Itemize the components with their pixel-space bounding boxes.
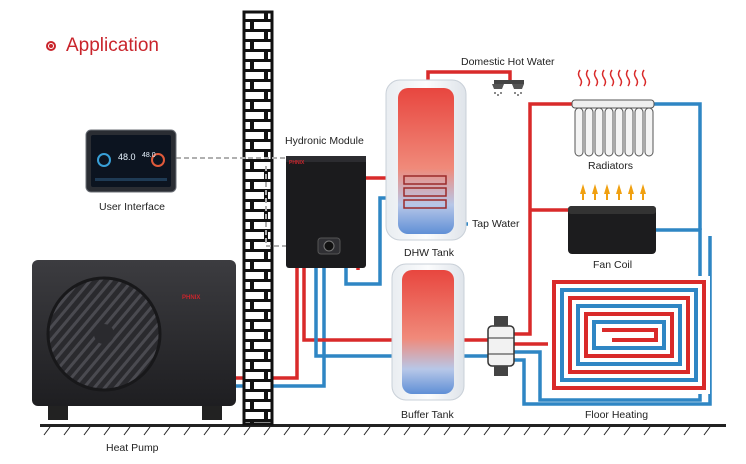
hydronic-brand-logo: PHNIX <box>289 160 305 166</box>
manifold <box>487 316 515 376</box>
label-buffer-tank: Buffer Tank <box>401 409 454 421</box>
label-hydronic-module: Hydronic Module <box>285 135 364 147</box>
section-title: Application <box>46 35 159 57</box>
hydronic-module <box>286 156 366 268</box>
dhw-tank <box>385 79 467 241</box>
label-heat-pump: Heat Pump <box>106 442 159 454</box>
label-radiators: Radiators <box>588 160 633 172</box>
label-floor-heating: Floor Heating <box>585 409 649 421</box>
floor-heating-icon <box>548 276 710 394</box>
ui-reading-left: 48.0 <box>118 152 136 162</box>
label-user-interface: User Interface <box>99 201 165 213</box>
user-interface-device <box>85 129 177 193</box>
section-title-text: Application <box>66 35 159 56</box>
label-tap-water: Tap Water <box>472 218 520 230</box>
heatpump-brand-logo: PHNIX <box>182 295 201 301</box>
fan-coil-icon <box>568 184 656 254</box>
pipes-buffer <box>302 268 404 358</box>
label-dhw-tank: DHW Tank <box>404 247 454 259</box>
ui-reading-right: 48.0 <box>142 152 156 159</box>
radiator-icon <box>571 69 655 157</box>
brick-wall <box>242 10 274 426</box>
heat-pump <box>32 260 236 420</box>
label-domestic-hot-water: Domestic Hot Water <box>461 56 555 68</box>
bullet-icon <box>46 41 56 51</box>
ground <box>40 424 726 436</box>
buffer-tank <box>391 263 465 401</box>
shower-icon <box>492 80 524 96</box>
label-fan-coil: Fan Coil <box>593 259 633 271</box>
